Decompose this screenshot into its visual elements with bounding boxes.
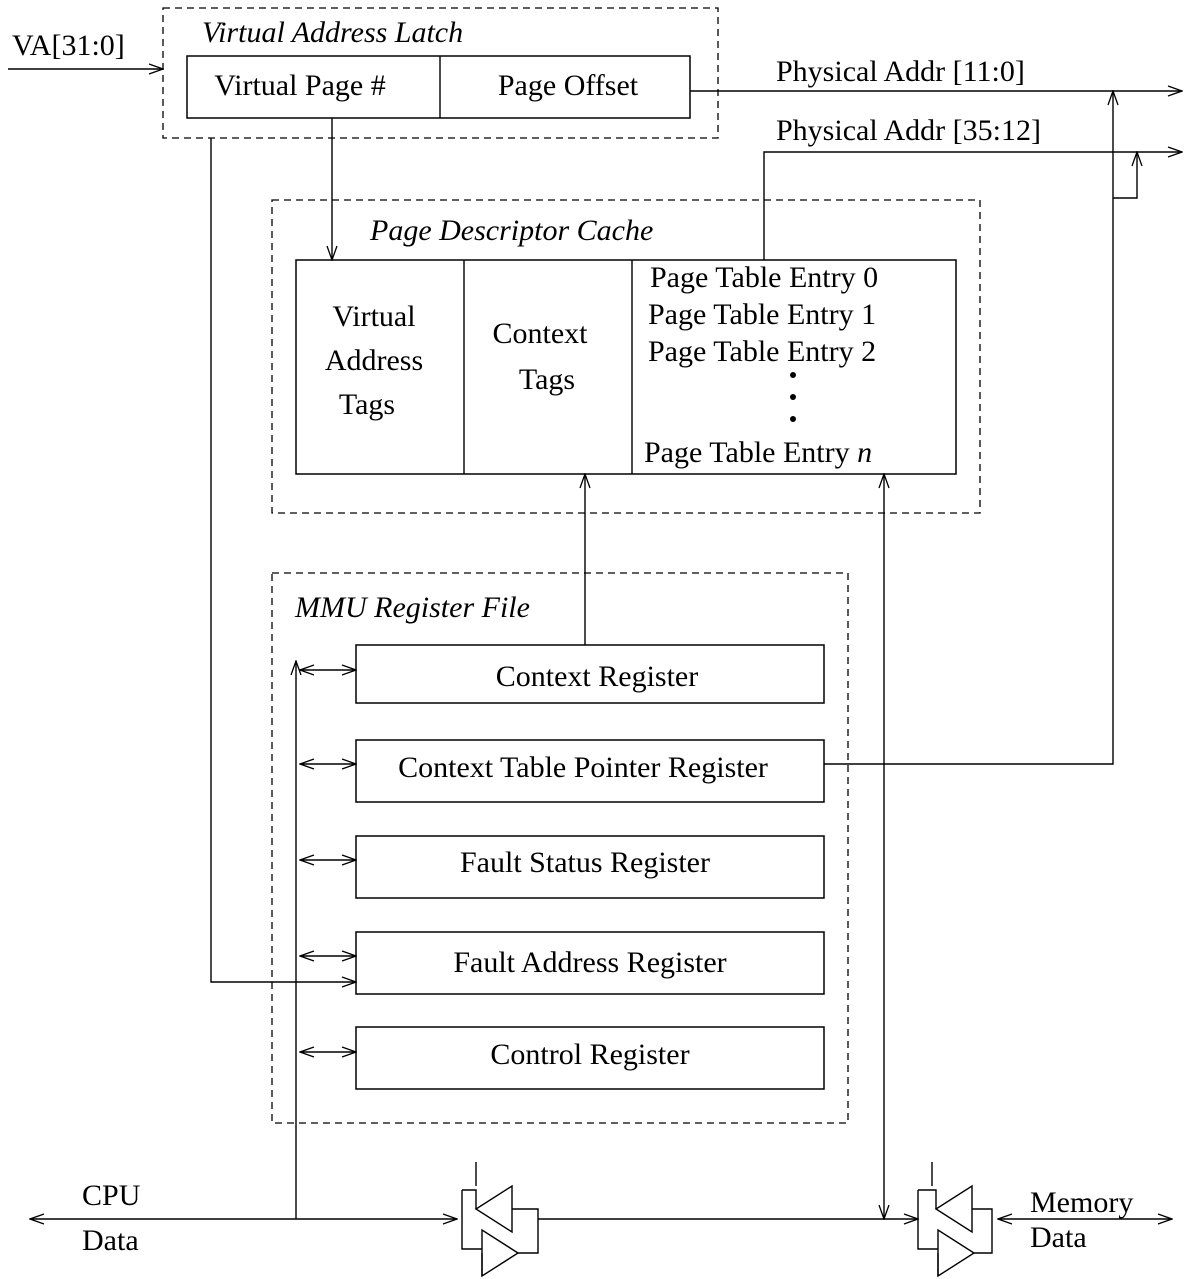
context-tags-line-1: Context [493,317,589,350]
va-tags-line-2: Address [325,344,423,377]
fault-address-register [355,931,825,995]
memory-data-label-2: Data [1030,1221,1087,1254]
pte-1: Page Table Entry 1 [648,298,876,331]
pdc-title: Page Descriptor Cache [369,214,653,247]
ellipsis-dot-3 [790,416,796,422]
mmu-title: MMU Register File [294,591,530,624]
ctp-to-pa-low [824,91,1113,765]
fault-status-label: Fault Status Register [460,846,710,879]
pdc-group [271,199,981,514]
virtual-page-field: Virtual Page # [214,69,386,102]
ellipsis-dot-2 [790,394,796,400]
memory-data-label-1: Memory [1030,1186,1133,1219]
pa-high-output [763,152,1182,260]
cpu-data-label-1: CPU [82,1179,141,1212]
page-offset-field: Page Offset [498,69,639,102]
mmu-register-file-group [271,572,849,1124]
control-register-label: Control Register [490,1038,689,1071]
pte-2: Page Table Entry 2 [648,335,876,368]
context-table-pointer-label: Context Table Pointer Register [398,751,768,784]
ctp-to-pa-high [1113,152,1137,199]
va-latch-title: Virtual Address Latch [202,16,463,49]
fault-address-label: Fault Address Register [453,946,726,979]
va-input-label: VA[31:0] [12,29,125,62]
va-tags-line-3: Tags [339,388,395,421]
pte-n-index: n [857,436,872,469]
va-tags-line-1: Virtual [332,300,415,333]
pte-0: Page Table Entry 0 [650,261,878,294]
va-to-fault-address [210,138,356,982]
context-register-label: Context Register [496,660,698,693]
left-tristate-buffer-icon [461,1162,539,1278]
context-table-pointer-register [355,739,825,803]
context-tags-line-2: Tags [519,363,575,396]
fault-status-register [355,835,825,899]
va-latch-group [162,7,719,139]
context-register [355,644,825,704]
control-register [355,1026,825,1090]
pa-high-label: Physical Addr [35:12] [776,114,1041,147]
ellipsis-dot-1 [790,372,796,378]
cpu-data-label-2: Data [82,1224,139,1257]
va-latch-box [186,55,691,119]
pte-n: Page Table Entry n [644,436,872,469]
pte-n-prefix: Page Table Entry [644,436,857,469]
pdc-box [295,259,957,475]
right-tristate-buffer-icon [917,1162,993,1278]
pa-low-label: Physical Addr [11:0] [776,55,1025,88]
